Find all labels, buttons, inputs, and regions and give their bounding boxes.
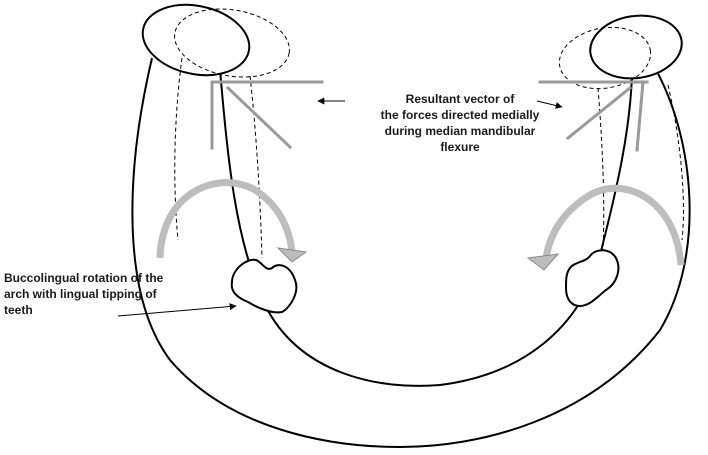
inner-arch-outline (219, 69, 633, 387)
left-resultant-force (225, 85, 293, 150)
annotation-pointers (117, 97, 563, 317)
buccolingual-rotation-label-line-1: Buccolingual rotation of the (4, 271, 164, 285)
right-ramus-dashed-inner (597, 87, 605, 251)
left-condyle-ellipse (141, 3, 251, 77)
right-condyle-displaced-dashed (558, 26, 652, 90)
resultant-vector-label-line-1: Resultant vector of (405, 92, 515, 106)
buccolingual-rotation-label: Buccolingual rotation of the arch with l… (4, 270, 244, 318)
mandible-arch (131, 57, 691, 449)
resultant-pointer-right (536, 100, 563, 109)
buccolingual-rotation-label-line-2: arch with lingual tipping of (4, 287, 157, 301)
force-vectors (210, 80, 649, 152)
outer-arch-outline (131, 57, 691, 449)
left-ramus-dashed-inner (249, 75, 263, 259)
right-condyle-ellipse (589, 14, 683, 80)
left-rotation-arrow (156, 179, 308, 263)
resultant-vector-label-line-2: the forces directed medially (380, 108, 540, 122)
displaced-position-outlines (174, 8, 684, 259)
rotation-pointer (117, 303, 237, 317)
right-rotation-arrow (526, 184, 685, 271)
right-tooth (564, 249, 620, 308)
left-ramus-dashed-outer (174, 57, 183, 241)
right-ramus-dashed-outer (667, 84, 684, 241)
left-tooth (230, 258, 298, 314)
left-condyle-displaced-dashed (174, 8, 290, 78)
buccolingual-rotation-label-line-3: teeth (4, 303, 33, 317)
resultant-vector-label-line-3: during median mandibular (384, 124, 536, 138)
resultant-vector-label-line-4: flexure (440, 140, 480, 154)
resultant-vector-label: Resultant vector of the forces directed … (350, 91, 570, 155)
right-resultant-force (565, 85, 633, 141)
right-vertical-force (635, 80, 645, 152)
